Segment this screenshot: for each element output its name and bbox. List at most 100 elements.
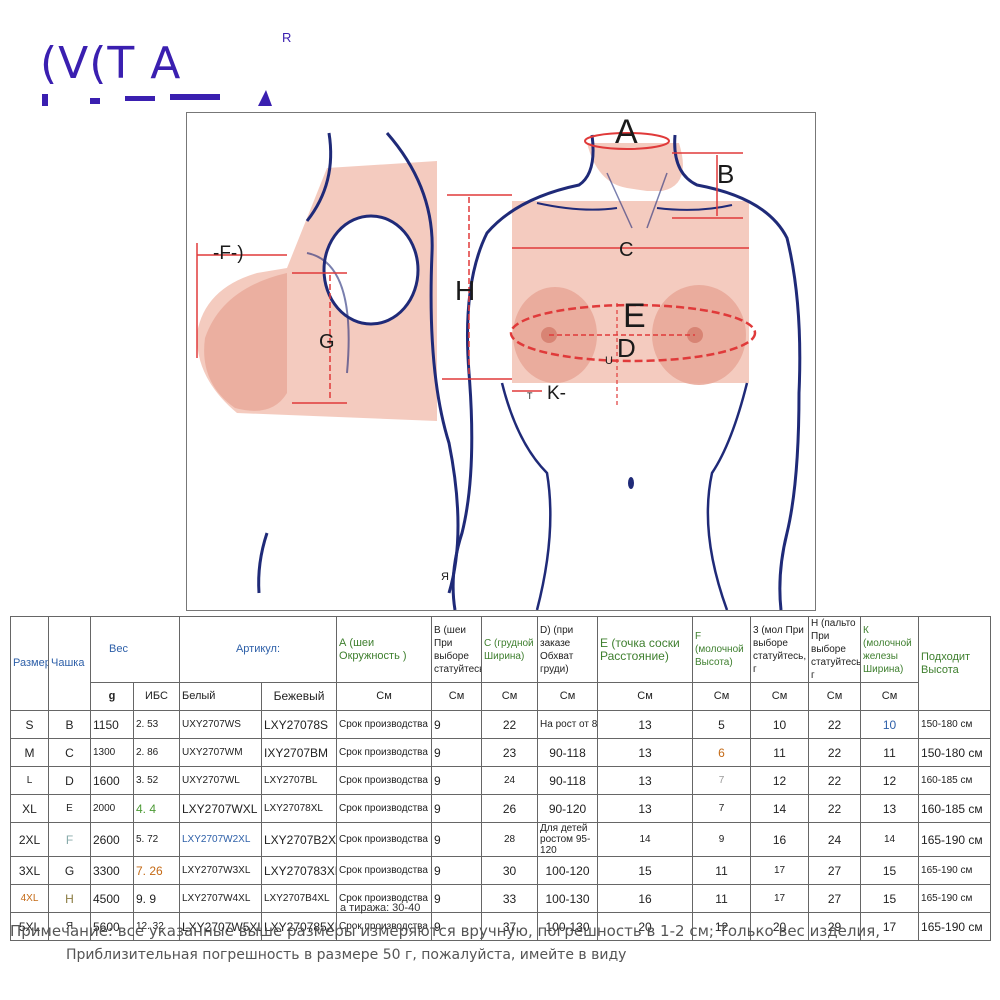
cell-cup: C <box>48 738 91 767</box>
cell-weight: 2000 <box>90 794 134 823</box>
cell-b: 9 <box>431 710 483 739</box>
cell-fit: 150-180 см <box>918 710 992 739</box>
cell-white: LXY2707W2XL <box>179 822 262 857</box>
cell-f: 9 <box>692 822 752 857</box>
cell-g: 12 <box>750 766 810 795</box>
cell-b: 9 <box>431 822 483 857</box>
header-cm-b: См <box>431 682 483 711</box>
cell-b: 9 <box>431 738 483 767</box>
header-col-k: К (молочной железы Ширина) <box>860 616 920 683</box>
cell-k: 11 <box>860 738 920 767</box>
header-fit-height: Подходит Высота <box>918 616 992 711</box>
cell-white: LXY2707WXL <box>179 794 262 823</box>
cell-c: 26 <box>481 794 539 823</box>
cell-size: XL <box>10 794 49 823</box>
cell-white: UXY2707WL <box>179 766 262 795</box>
cell-weight: 1150 <box>90 710 134 739</box>
cell-d: 90-120 <box>537 794 599 823</box>
label-c: C <box>619 239 634 261</box>
body-illustration <box>196 132 802 610</box>
logo-strokes <box>42 90 272 106</box>
label-d: D <box>617 333 636 363</box>
cell-d: Для детей ростом 95-120 <box>537 822 599 857</box>
cell-weight: 5600 <box>90 912 134 941</box>
registered-mark: R <box>282 30 292 45</box>
cell-weight: 3300 <box>90 856 134 885</box>
cell-beige: LXY270783XL <box>260 856 338 885</box>
cell-e: 13 <box>597 794 694 823</box>
table-subheader-row: g ИБС Белый Бежевый См См См См См См См… <box>11 682 991 711</box>
cell-f: 11 <box>692 884 752 913</box>
header-col-g: 3 (мол При выборе статуйтесь, г <box>750 616 810 683</box>
table-row: 4XL H 4500 9. 9 LXY2707W4XL LXY2707B4XL … <box>10 884 992 913</box>
cell-k: 17 <box>860 912 920 941</box>
cell-bmi: 2. 86 <box>133 738 180 767</box>
cell-size: 4XL <box>10 884 49 913</box>
cell-e: 13 <box>597 738 694 767</box>
cell-bmi: 7. 26 <box>133 856 180 885</box>
cell-fit: 165-190 см <box>918 884 992 913</box>
header-cm-c: См <box>481 682 539 711</box>
cell-size: M <box>10 738 49 767</box>
cell-weight: 2600 <box>90 822 134 857</box>
cell-bmi: 3. 52 <box>133 766 180 795</box>
header-grams: g <box>90 682 134 711</box>
cell-fit: 160-185 см <box>918 766 992 795</box>
brand-logo: (V(T A <box>40 38 181 89</box>
cell-cup: G <box>48 856 91 885</box>
size-table: Размер Чашка Вес Артикул: А (шеи Окружно… <box>10 616 992 941</box>
cell-h: 27 <box>808 884 862 913</box>
cell-bmi: 12. 32 <box>133 912 180 941</box>
cell-d: 100-130 <box>537 912 599 941</box>
label-u: U <box>605 355 613 367</box>
header-beige: Бежевый <box>260 682 338 711</box>
label-k: K- <box>547 383 566 404</box>
cell-cup: B <box>48 710 91 739</box>
measurement-diagram: A B C E D -F-) G H K- U T Я <box>186 112 816 611</box>
cell-a: Срок производства тиража: 30-40 <box>336 738 433 767</box>
cell-beige: LXY2707BL <box>260 766 338 795</box>
cell-a: Срок производства тиража: 30-40 <box>336 766 433 795</box>
header-cm-d: См <box>537 682 599 711</box>
cell-g: 11 <box>750 738 810 767</box>
cell-b: 9 <box>431 912 483 941</box>
cell-cup: F <box>48 822 91 857</box>
cell-d: На рост от 80 до 100 <box>537 710 599 739</box>
cell-b: 9 <box>431 766 483 795</box>
cell-g: 10 <box>750 710 810 739</box>
cell-e: 16 <box>597 884 694 913</box>
cell-h: 22 <box>808 766 862 795</box>
cell-k: 15 <box>860 884 920 913</box>
cell-k: 12 <box>860 766 920 795</box>
header-size: Размер <box>10 616 49 711</box>
cell-k: 10 <box>860 710 920 739</box>
cell-beige: LXY270785XL <box>260 912 338 941</box>
cell-weight: 4500 <box>90 884 134 913</box>
table-row: L D 1600 3. 52 UXY2707WL LXY2707BL Срок … <box>10 766 992 795</box>
cell-cup: D <box>48 766 91 795</box>
cell-beige: LXY2707B4XL <box>260 884 338 913</box>
cell-c: 30 <box>481 856 539 885</box>
header-col-e: Е (точка соски Расстояние) <box>597 616 694 683</box>
cell-e: 20 <box>597 912 694 941</box>
table-row: M C 1300 2. 86 UXY2707WM IXY2707BM Срок … <box>10 738 992 767</box>
cell-white: LXY2707W5XL <box>179 912 262 941</box>
cell-h: 22 <box>808 794 862 823</box>
cell-e: 13 <box>597 766 694 795</box>
header-cm-e: См <box>597 682 694 711</box>
cell-beige: LXY2707B2XL <box>260 822 338 857</box>
label-b: B <box>717 159 735 189</box>
cell-k: 14 <box>860 822 920 857</box>
cell-f: 7 <box>692 766 752 795</box>
cell-c: 23 <box>481 738 539 767</box>
header-bmi: ИБС <box>133 682 180 711</box>
cell-white: LXY2707W3XL <box>179 856 262 885</box>
note-line-1: Примечание: все указанные выше размеры и… <box>10 922 881 940</box>
label-a: A <box>615 113 638 151</box>
cell-a: Срок производства тиража: 30-40 <box>336 822 433 857</box>
cell-beige: LXY27078XL <box>260 794 338 823</box>
cell-b: 9 <box>431 856 483 885</box>
cell-d: 90-118 <box>537 738 599 767</box>
cell-f: 12 <box>692 912 752 941</box>
header-col-c: С (грудной Ширина) <box>481 616 539 683</box>
